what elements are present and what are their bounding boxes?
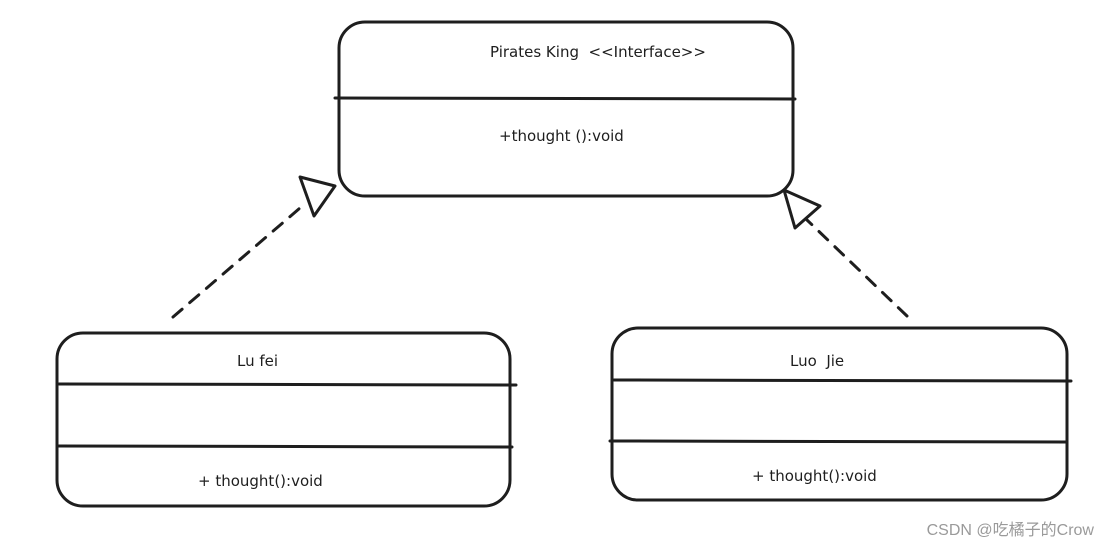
interface-class-divider: [333, 96, 797, 101]
luo-jie-class-border: [610, 326, 1069, 502]
realization-arrow-luo-jie: [782, 188, 909, 318]
interface-class-border: [337, 20, 795, 198]
luo-jie-divider-bottom: [608, 439, 1068, 444]
luo-jie-method: + thought():void: [752, 467, 877, 485]
interface-class-title: Pirates King <<Interface>>: [490, 43, 706, 61]
class-lu-fei[interactable]: [55, 331, 518, 508]
interface-method: +thought ():void: [499, 127, 624, 145]
hollow-triangle-arrowhead: [298, 175, 337, 218]
realization-arrow-lu-fei: [171, 175, 337, 319]
hollow-triangle-arrowhead: [782, 188, 822, 230]
class-luo-jie[interactable]: [608, 326, 1073, 502]
luo-jie-divider-top: [612, 378, 1073, 383]
lu-fei-divider-top: [57, 382, 518, 387]
luo-jie-class-title: Luo Jie: [790, 352, 844, 370]
lu-fei-method: + thought():void: [198, 472, 323, 490]
lu-fei-class-border: [55, 331, 512, 508]
interface-class-pirates-king[interactable]: [333, 20, 797, 198]
realization-dashed-line: [805, 218, 909, 318]
lu-fei-class-title: Lu fei: [237, 352, 278, 370]
realization-dashed-line: [171, 206, 302, 319]
lu-fei-divider-bottom: [55, 444, 514, 449]
csdn-watermark: CSDN @吃橘子的Crow: [926, 522, 1094, 539]
